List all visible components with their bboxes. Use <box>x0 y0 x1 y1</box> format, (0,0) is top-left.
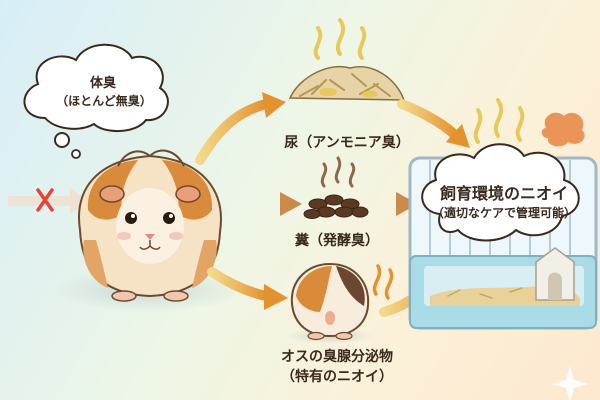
gland-label-line1: オスの臭腺分泌物 <box>281 349 393 365</box>
urine-bedding-illustration <box>288 18 406 101</box>
cage-odor-subtitle: （適切なケアで管理可能） <box>431 206 576 220</box>
body-odor-bubble <box>23 43 169 159</box>
cage-odor-waves <box>473 98 525 144</box>
no-odor-indicator <box>8 188 88 214</box>
feces-label: 糞（発酵臭） <box>295 233 379 249</box>
gland-odor-waves <box>372 264 394 300</box>
guinea-pig-illustration <box>53 149 243 312</box>
feces-illustration <box>303 156 369 219</box>
gland-label-line2: （特有のニオイ） <box>281 369 393 385</box>
sparkle-icon <box>552 366 588 400</box>
urine-odor-waves <box>313 18 367 60</box>
rear-guinea-pig-illustration <box>286 262 394 344</box>
urine-label: 尿（アンモニア臭） <box>284 135 410 151</box>
body-odor-subtitle: （ほとんど無臭） <box>56 94 152 108</box>
cross-mark-icon <box>36 188 54 212</box>
feces-odor-waves <box>320 156 356 188</box>
cage-odor-cloud <box>421 98 585 242</box>
cage-odor-puff <box>541 112 585 147</box>
body-odor-title: 体臭 <box>89 76 116 91</box>
cage-odor-title: 飼育環境のニオイ <box>439 184 568 203</box>
